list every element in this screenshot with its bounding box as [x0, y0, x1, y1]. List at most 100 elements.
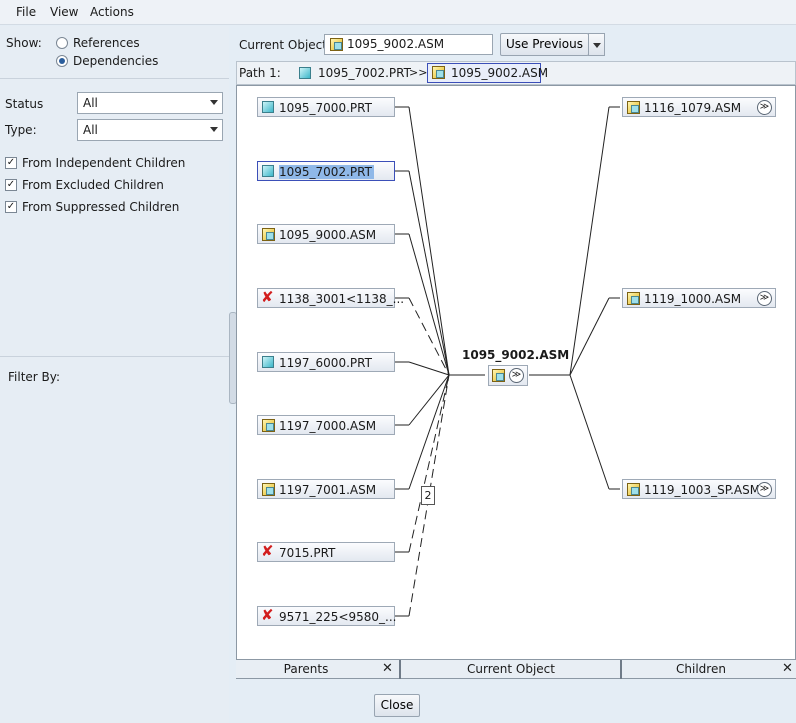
- parent-edge: [408, 361, 450, 376]
- close-button[interactable]: Close: [374, 694, 420, 717]
- excluded-children-label[interactable]: From Excluded Children: [22, 178, 164, 192]
- menu-view[interactable]: View: [50, 5, 79, 19]
- assembly-icon: [262, 419, 275, 432]
- menu-bar: File View Actions: [0, 0, 796, 25]
- expand-icon[interactable]: ≫: [757, 482, 772, 497]
- path-label: Path 1:: [239, 66, 281, 80]
- use-previous-dropdown[interactable]: [588, 33, 605, 56]
- parent-node[interactable]: 1095_7002.PRT: [257, 161, 395, 181]
- tab-children[interactable]: Children: [676, 662, 726, 676]
- parent-node[interactable]: ✘ 1138_3001<1138_...: [257, 288, 404, 308]
- parent-edge: [408, 374, 450, 426]
- assembly-icon: [262, 483, 275, 496]
- assembly-icon: [262, 228, 275, 241]
- filter-by-label: Filter By:: [8, 370, 61, 384]
- chevron-down-icon: [210, 127, 218, 132]
- path-item-current-label: 1095_9002.ASM: [451, 66, 549, 80]
- suppressed-children-checkbox[interactable]: ✓: [5, 201, 17, 213]
- assembly-icon: [492, 369, 505, 382]
- expand-icon[interactable]: ≫: [757, 291, 772, 306]
- dependencies-radio-label[interactable]: Dependencies: [73, 54, 159, 68]
- parent-edge: [408, 106, 450, 376]
- suppressed-children-label[interactable]: From Suppressed Children: [22, 200, 180, 214]
- parent-node[interactable]: 1197_7000.ASM: [257, 415, 395, 435]
- parent-node-label: 1095_7002.PRT: [279, 165, 374, 179]
- child-node[interactable]: 1119_1000.ASM ≫: [622, 288, 776, 308]
- chevron-down-icon: [210, 100, 218, 105]
- independent-children-label[interactable]: From Independent Children: [22, 156, 186, 170]
- current-object-label: Current Object:: [239, 38, 332, 52]
- menu-actions[interactable]: Actions: [90, 5, 134, 19]
- parent-edge: [408, 170, 450, 376]
- edge-count-badge: 2: [421, 486, 435, 505]
- parent-node[interactable]: ✘7015.PRT: [257, 542, 395, 562]
- parent-node-label: 1197_7001.ASM: [279, 483, 377, 497]
- parent-node-label: 1095_7000.PRT: [279, 101, 372, 115]
- parent-node-label: 1095_9000.ASM: [279, 228, 377, 242]
- parent-node[interactable]: 1197_7001.ASM: [257, 479, 395, 499]
- tab-parents[interactable]: Parents: [283, 662, 329, 676]
- expand-icon[interactable]: ≫: [757, 100, 772, 115]
- parent-edge: [408, 233, 450, 376]
- type-select-value: All: [83, 123, 98, 137]
- child-node[interactable]: 1116_1079.ASM ≫: [622, 97, 776, 117]
- parent-node[interactable]: 1095_9000.ASM: [257, 224, 395, 244]
- part-icon: [262, 165, 274, 177]
- parent-node-label: 9571_225<9580_...: [279, 610, 397, 624]
- graph-edges: [395, 106, 620, 617]
- parent-node[interactable]: ✘ 9571_225<9580_...: [257, 606, 397, 626]
- assembly-icon: [627, 101, 640, 114]
- expand-icon[interactable]: ≫: [509, 368, 524, 383]
- missing-icon: ✘: [261, 606, 274, 624]
- divider: [0, 356, 229, 357]
- child-edge: [569, 106, 610, 376]
- center-node[interactable]: ≫: [488, 365, 528, 386]
- parent-edge: [408, 374, 450, 490]
- parent-node[interactable]: 1197_6000.PRT: [257, 352, 395, 372]
- dependency-graph-canvas[interactable]: 1095_7000.PRT 1095_7002.PRT 1095_9000.ASM ✘…: [236, 85, 796, 660]
- type-select[interactable]: All: [77, 119, 223, 141]
- path-item-current[interactable]: 1095_9002.ASM: [427, 63, 548, 83]
- missing-icon: ✘: [261, 288, 274, 306]
- excluded-children-checkbox[interactable]: ✓: [5, 179, 17, 191]
- independent-children-checkbox[interactable]: ✓: [5, 157, 17, 169]
- parent-node-label: 1197_6000.PRT: [279, 356, 372, 370]
- use-previous-button[interactable]: Use Previous: [500, 33, 589, 56]
- child-node-label: 1119_1003_SP.ASM: [644, 483, 761, 497]
- parent-node-label: 1138_3001<1138_...: [279, 292, 405, 306]
- current-object-field[interactable]: 1095_9002.ASM: [324, 34, 493, 55]
- tab-divider: [399, 660, 401, 679]
- tab-strip: Parents ✕ Current Object Children ✕: [236, 660, 796, 679]
- child-node-label: 1116_1079.ASM: [644, 101, 742, 115]
- show-label: Show:: [6, 36, 42, 50]
- status-label: Status: [5, 97, 44, 111]
- references-radio-label[interactable]: References: [73, 36, 140, 50]
- child-node[interactable]: 1119_1003_SP.ASM≫: [622, 479, 776, 499]
- child-edge: [569, 297, 610, 376]
- parent-node[interactable]: 1095_7000.PRT: [257, 97, 395, 117]
- parent-edge: [408, 374, 450, 553]
- dependencies-radio[interactable]: [56, 55, 68, 67]
- type-label: Type:: [5, 123, 37, 137]
- part-icon: [262, 356, 274, 368]
- part-icon: [299, 67, 311, 79]
- references-radio[interactable]: [56, 37, 68, 49]
- path-item[interactable]: 1095_7002.PRT: [318, 66, 411, 80]
- menu-file[interactable]: File: [16, 5, 37, 19]
- status-select-value: All: [83, 96, 98, 110]
- part-icon: [262, 101, 274, 113]
- parent-edge: [408, 374, 450, 617]
- assembly-icon: [627, 292, 640, 305]
- tab-current-object[interactable]: Current Object: [467, 662, 555, 676]
- close-icon[interactable]: ✕: [782, 661, 793, 676]
- status-select[interactable]: All: [77, 92, 223, 114]
- center-node-label: 1095_9002.ASM: [462, 348, 570, 362]
- child-node-label: 1119_1000.ASM: [644, 292, 742, 306]
- assembly-icon: [627, 483, 640, 496]
- close-icon[interactable]: ✕: [382, 661, 393, 676]
- left-panel: Show: References Dependencies Status All…: [0, 26, 229, 723]
- parent-node-label: 7015.PRT: [279, 546, 336, 560]
- assembly-icon: [432, 66, 445, 79]
- divider: [0, 78, 229, 79]
- path-bar: Path 1: 1095_7002.PRT >> 1095_9002.ASM: [236, 61, 796, 85]
